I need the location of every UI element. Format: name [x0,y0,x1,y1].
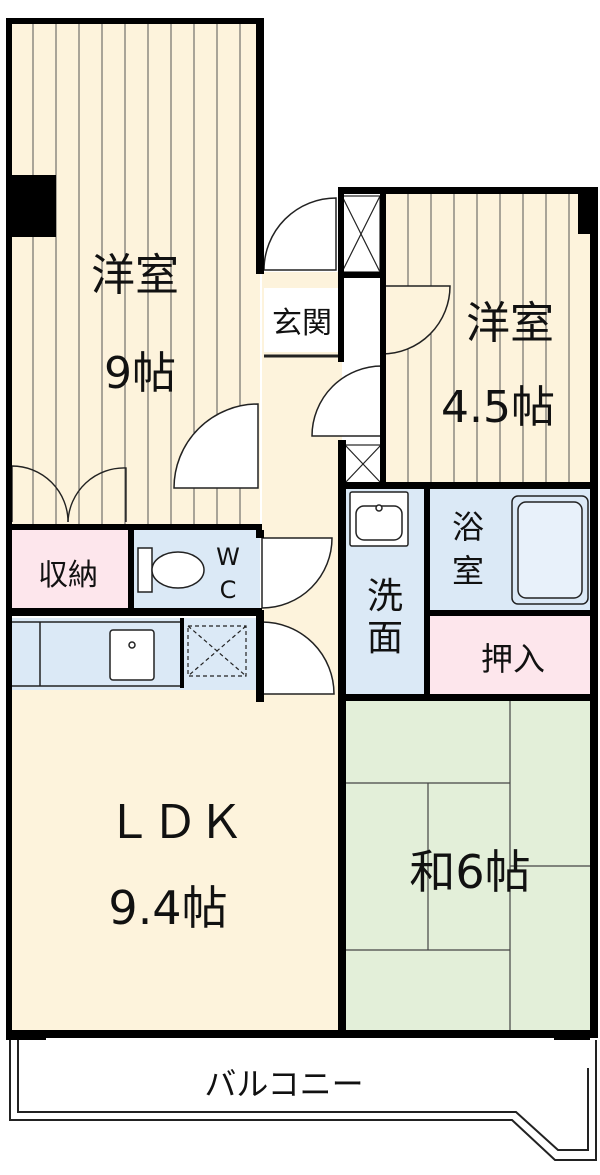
balcony-outline [9,1040,597,1161]
toilet-icon [137,547,205,593]
flooring-stripes-small [407,193,570,485]
japanese-room-floor [345,700,593,1035]
entrance-name: 玄関 [272,306,332,341]
closet-doors [11,465,127,523]
washbasin-icon [349,491,409,547]
wc-door [261,537,333,609]
ldk-name: ＬＤＫ [106,795,244,849]
bath-line2: 室 [452,552,484,590]
wc-line1: W [216,543,240,571]
balcony-name: バルコニー [204,1065,363,1103]
wc-line2: C [220,576,237,604]
western-large-name: 洋室 [91,250,179,301]
kitchen-counter [9,621,183,687]
ldk-floor [10,690,342,1035]
entrance-door [263,197,337,271]
closet-name: 押入 [481,640,545,678]
japanese-room-name: 和6帖 [409,845,530,899]
shoe-closet-icon [341,195,381,273]
storage-floor [10,530,130,610]
door-swings [173,197,451,695]
western-small-door [311,365,383,437]
tatami-mats [345,700,593,1035]
washroom-line1: 洗 [367,576,403,617]
washroom-line2: 面 [367,618,403,659]
bath-line1: 浴 [452,508,484,546]
hall-bedroom-door [381,285,451,355]
closet-floor [430,616,593,696]
sink-icon [109,629,155,681]
entrance-label-bg [264,288,338,352]
bathtub-icon [511,495,589,605]
ldk-door [261,621,335,695]
western-large-size: 9帖 [104,348,176,399]
washer-space-icon [344,444,382,484]
western-small-size: 4.5帖 [441,382,555,433]
western-small-name: 洋室 [466,298,554,349]
ldk-size: 9.4帖 [108,881,227,935]
western-large-door [173,403,259,489]
storage-name: 収納 [38,558,98,593]
refrigerator-space-icon [187,625,247,677]
walls [6,18,598,1068]
